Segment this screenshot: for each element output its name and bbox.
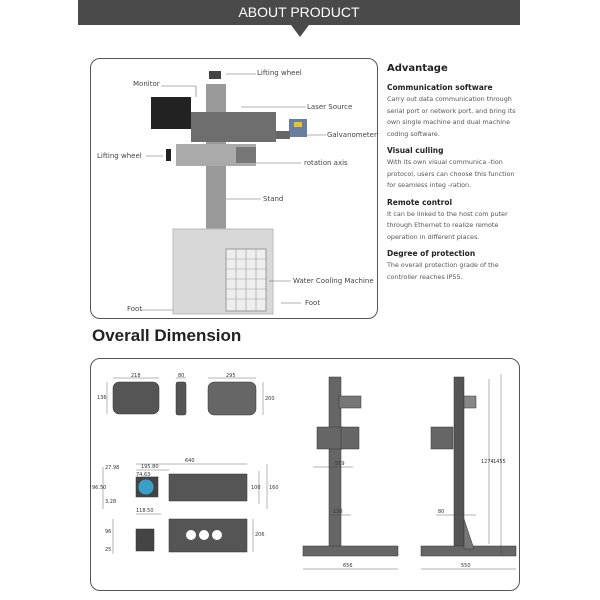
dim-monitor-depth: 80 — [178, 373, 185, 379]
product-photo-panel: Lifting wheel Monitor Laser Source Galva… — [90, 58, 378, 319]
label-lifting-wheel-top: Lifting wheel — [257, 69, 302, 77]
advantage-heading: Communication software — [387, 83, 493, 92]
dim-550: 550 — [461, 563, 471, 569]
dim-206: 206 — [255, 532, 265, 538]
label-rotation-axis: rotation axis — [304, 159, 348, 167]
overall-dimension-title: Overall Dimension — [92, 326, 242, 345]
label-foot-right: Foot — [305, 299, 321, 307]
banner-notch — [291, 25, 309, 37]
dim-h3: 3.28 — [105, 499, 117, 505]
advantage-title: Advantage — [387, 63, 448, 74]
advantage-heading: Degree of protection — [387, 249, 476, 258]
dim-monitor-height: 136 — [97, 395, 107, 401]
label-water-cooling: Water Cooling Machine — [293, 277, 374, 285]
dim-118: 118.50 — [136, 508, 154, 514]
dim-back-width: 295 — [226, 373, 236, 379]
dim-length-2: 195.80 — [141, 464, 159, 470]
advantage-section: Advantage Communication software Carry o… — [387, 63, 517, 289]
advantage-text: With its own visual communica -tion prot… — [387, 158, 515, 189]
dim-130: 130 — [333, 509, 343, 515]
dim-length: 640 — [185, 458, 195, 464]
label-laser-source: Laser Source — [307, 103, 353, 111]
advantage-heading: Visual culling — [387, 146, 444, 155]
dim-96: 96 — [105, 529, 112, 535]
dim-head: 74.63 — [136, 472, 151, 478]
label-lifting-wheel-left: Lifting wheel — [97, 152, 142, 160]
dim-80: 80 — [438, 509, 445, 515]
dim-25: 25 — [105, 547, 112, 553]
label-foot-left: Foot — [127, 305, 143, 313]
dim-monitor-width: 218 — [131, 373, 141, 379]
dim-100: 100 — [251, 485, 261, 491]
advantage-heading: Remote control — [387, 197, 453, 207]
dim-h2: 96.50 — [92, 485, 107, 491]
advantage-text: The overall protection grade of the cont… — [387, 261, 499, 281]
dim-1455: 1455 — [493, 459, 506, 465]
about-product-banner: ABOUT PRODUCT — [78, 0, 520, 25]
laser-machine-illustration — [141, 71, 326, 315]
dimension-drawing-panel: 218 136 80 295 200 640 195.80 74.63 27.9… — [90, 358, 520, 591]
dim-h1: 27.98 — [105, 465, 120, 471]
label-galvanometer: Galvanometer — [327, 131, 377, 139]
label-monitor: Monitor — [133, 80, 160, 88]
dim-656: 656 — [343, 563, 353, 569]
dim-519: 519 — [335, 461, 345, 467]
advantage-text: It can be linked to the host com puter t… — [387, 209, 508, 241]
dimension-drawings — [102, 374, 517, 570]
dim-160: 160 — [269, 485, 279, 491]
dim-back-height: 200 — [265, 396, 275, 402]
label-stand: Stand — [263, 195, 284, 203]
advantage-text: Carry out data communication through ser… — [387, 95, 516, 138]
dim-1274: 1274 — [481, 459, 494, 465]
